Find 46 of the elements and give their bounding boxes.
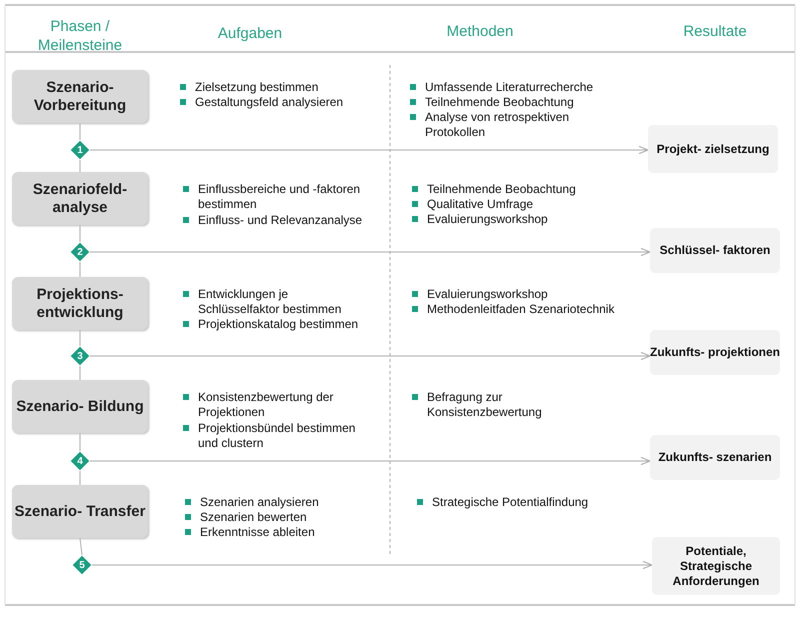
list-item: Einflussbereiche und -faktoren bestimmen xyxy=(198,182,362,212)
list-item: Konsistenzbewertung der Projektionen xyxy=(198,390,334,420)
list-item: Gestaltungsfeld analysieren xyxy=(195,95,344,110)
list-item: Befragung zur Konsistenzbewertung xyxy=(427,390,543,420)
list-item: Umfassende Literaturrecherche xyxy=(425,80,594,95)
arrow xyxy=(90,146,649,154)
column-header: Resultate xyxy=(682,22,748,41)
list-item: Einfluss- und Relevanzanalyse xyxy=(198,213,364,228)
arrow xyxy=(90,456,651,466)
milestone-diamond: 5 xyxy=(72,555,92,575)
list-item: Projektionsbündel bestimmen und clustern xyxy=(198,421,356,451)
milestone-diamond: 2 xyxy=(70,242,90,262)
result-box: Schlüssel- faktoren xyxy=(650,228,780,273)
list-item: Strategische Potentialfindung xyxy=(432,495,590,510)
connector-line xyxy=(80,538,82,556)
list-item: Szenarien bewerten xyxy=(200,510,308,525)
phase-box: Szenario- Bildung xyxy=(12,380,148,433)
result-box: Zukunfts- projektionen xyxy=(650,330,780,375)
phase-box: Szenariofeld- analyse xyxy=(12,172,148,225)
arrow xyxy=(92,560,653,570)
arrow xyxy=(90,352,651,360)
result-box: Zukunfts- szenarien xyxy=(650,435,780,480)
list-item: Evaluierungsworkshop xyxy=(427,287,549,302)
milestone-diamond: 4 xyxy=(70,451,90,471)
phase-box: Szenario- Vorbereitung xyxy=(12,70,148,123)
list-item: Erkenntnisse ableiten xyxy=(200,525,316,540)
list-item: Entwicklungen je Schlüsselfaktor bestimmen xyxy=(198,287,342,317)
list-item: Qualitative Umfrage xyxy=(427,197,534,212)
list-item: Analyse von retrospektiven Protokollen xyxy=(425,110,570,140)
list-item: Teilnehmende Beobachtung xyxy=(425,95,575,110)
milestone-diamond: 3 xyxy=(70,346,90,366)
list-item: Evaluierungsworkshop xyxy=(427,212,549,227)
list-item: Teilnehmende Beobachtung xyxy=(427,182,577,197)
list-item: Zielsetzung bestimmen xyxy=(195,80,320,95)
result-box: Potentiale, Strategische Anforderungen xyxy=(652,537,780,595)
milestone-diamond: 1 xyxy=(70,140,90,160)
list-item: Methodenleitfaden Szenariotechnik xyxy=(427,302,616,317)
phase-box: Szenario- Transfer xyxy=(12,485,148,538)
arrow xyxy=(90,248,651,256)
list-item: Szenarien analysieren xyxy=(200,495,320,510)
column-header: Aufgaben xyxy=(216,24,284,43)
result-box: Projekt- zielsetzung xyxy=(648,125,778,173)
list-item: Projektionskatalog bestimmen xyxy=(198,317,360,332)
column-header: Phasen / Meilensteine xyxy=(36,17,124,55)
phase-box: Projektions- entwicklung xyxy=(12,277,148,330)
column-header: Methoden xyxy=(446,22,514,41)
